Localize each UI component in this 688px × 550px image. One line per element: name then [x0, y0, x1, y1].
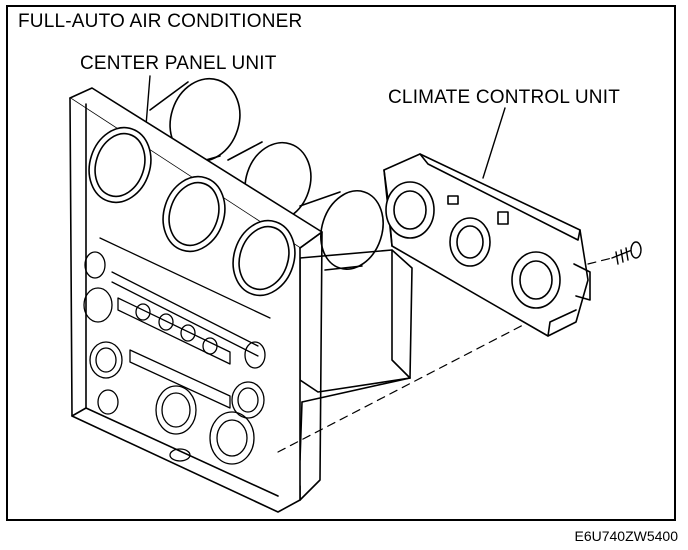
center-panel-plate — [69, 87, 323, 513]
figure-frame — [6, 5, 676, 521]
panel-vents — [88, 126, 296, 297]
mounting-screw — [611, 241, 642, 265]
figure-code: E6U740ZW5400 — [574, 528, 678, 544]
climate-control-label: CLIMATE CONTROL UNIT — [388, 87, 621, 108]
figure-title: FULL-AUTO AIR CONDITIONER — [18, 11, 303, 32]
climate-control-unit — [383, 153, 591, 337]
alignment-lines — [277, 257, 613, 453]
panel-controls — [83, 237, 271, 465]
center-panel-label: CENTER PANEL UNIT — [80, 53, 277, 74]
